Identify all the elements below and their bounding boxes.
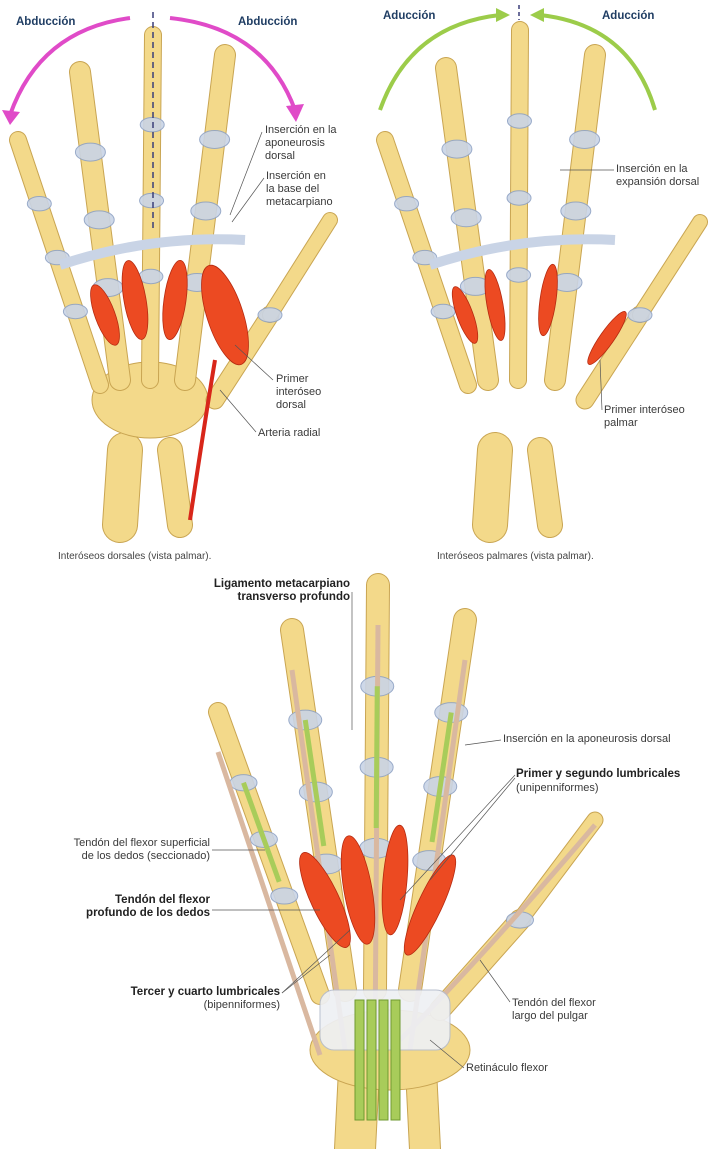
leader-line <box>219 389 257 433</box>
flexor-profundus-tendon <box>215 751 323 1056</box>
flexor-tendon <box>390 999 401 1121</box>
flexor-profundus-tendon <box>289 669 348 1051</box>
muscle <box>538 263 558 337</box>
ulna-bone <box>528 438 562 537</box>
adduction-label-right: Aducción <box>602 10 655 22</box>
label-lumbricales-3-4: Tercer y cuarto lumbricales <box>130 986 280 998</box>
label-retinaculo: Retináculo flexor <box>466 1062 548 1074</box>
muscle <box>403 854 457 956</box>
caption-palmar: Interóseos palmares (vista palmar). <box>437 551 594 562</box>
joint-ligament <box>190 201 222 221</box>
adduction-arrow-left <box>378 13 501 111</box>
joint-ligament <box>441 139 473 159</box>
joint-ligament <box>257 307 283 323</box>
radius-bone <box>103 433 142 542</box>
ulna-bone <box>158 438 192 537</box>
muscle <box>587 311 627 365</box>
joint-ligament <box>139 117 165 133</box>
joint-ligament <box>627 307 653 323</box>
adduction-label-left: Aducción <box>383 10 436 22</box>
leader-line <box>229 131 263 216</box>
muscle <box>451 286 479 344</box>
flexor-tendon <box>378 999 389 1121</box>
flexor-profundus-tendon <box>407 659 468 1051</box>
label-arteria-radial: Arteria radial <box>258 427 321 439</box>
leader-line <box>281 954 331 994</box>
muscle <box>162 259 188 341</box>
flexor-superficial-tendon <box>429 712 454 843</box>
joint-ligament <box>506 190 532 206</box>
adduction-arrow-right <box>539 13 657 111</box>
label-lumbricales-1-2: Primer y segundo lumbricales <box>516 768 681 780</box>
joint-ligament <box>450 208 482 228</box>
arrowhead-icon <box>496 8 510 22</box>
leader-line <box>234 344 274 381</box>
joint-ligament <box>430 303 456 320</box>
joint-ligament <box>138 268 164 285</box>
flexor-superficial-tendon <box>373 686 380 829</box>
muscle <box>121 260 149 340</box>
muscle <box>381 824 409 936</box>
caption-dorsal: Interóseos dorsales (vista palmar). <box>58 551 212 562</box>
joint-ligament <box>569 130 601 149</box>
leader-line <box>599 359 603 411</box>
thumb-phalanx <box>263 213 337 322</box>
joint-ligament <box>83 210 115 230</box>
arrowhead-icon <box>2 110 20 125</box>
leader-line <box>479 959 511 1003</box>
abduction-arrow-left <box>8 16 131 116</box>
abduction-arrow-right <box>169 16 297 111</box>
joint-ligament <box>62 303 88 320</box>
leader-line <box>231 177 265 223</box>
muscle <box>299 852 351 948</box>
muscle <box>340 835 376 945</box>
joint-ligament <box>506 113 532 129</box>
muscle <box>484 269 506 341</box>
joint-ligament <box>506 267 532 283</box>
leader-line <box>464 739 502 746</box>
label-unipenniformes: (unipenniformes) <box>516 782 599 794</box>
leader-line <box>429 1039 465 1069</box>
muscle <box>90 284 120 346</box>
joint-ligament <box>74 142 106 162</box>
thumb-metacarpal <box>576 306 649 409</box>
arrowhead-icon <box>530 8 544 22</box>
radial-artery <box>188 359 217 521</box>
flexor-superficial-tendon <box>302 719 327 847</box>
thumb-phalanx <box>633 215 707 322</box>
abduction-label-right: Abducción <box>238 16 298 28</box>
flexor-tendon <box>354 999 365 1121</box>
flexor-tendon <box>366 999 377 1121</box>
flexor-superficial-tendon <box>241 781 282 883</box>
transverse-ligament <box>428 234 616 270</box>
joint-ligament <box>394 196 420 212</box>
label-aponeurosis-dorsal: Inserción en la aponeurosis dorsal <box>503 733 671 745</box>
joint-ligament <box>270 887 299 905</box>
thumb-metacarpal <box>430 910 530 1020</box>
radius-bone <box>473 433 512 542</box>
leader-line <box>281 929 351 994</box>
joint-ligament <box>139 192 165 209</box>
muscle <box>201 264 249 366</box>
leader-line <box>429 777 516 881</box>
leader-line <box>399 774 516 901</box>
arrowhead-icon <box>286 104 304 122</box>
transverse-ligament <box>58 234 246 270</box>
joint-ligament <box>560 201 592 221</box>
abduction-label-left: Abducción <box>16 16 76 28</box>
label-bipenniformes: (bipenniformes) <box>203 999 280 1011</box>
joint-ligament <box>26 196 52 212</box>
joint-ligament <box>199 130 231 149</box>
